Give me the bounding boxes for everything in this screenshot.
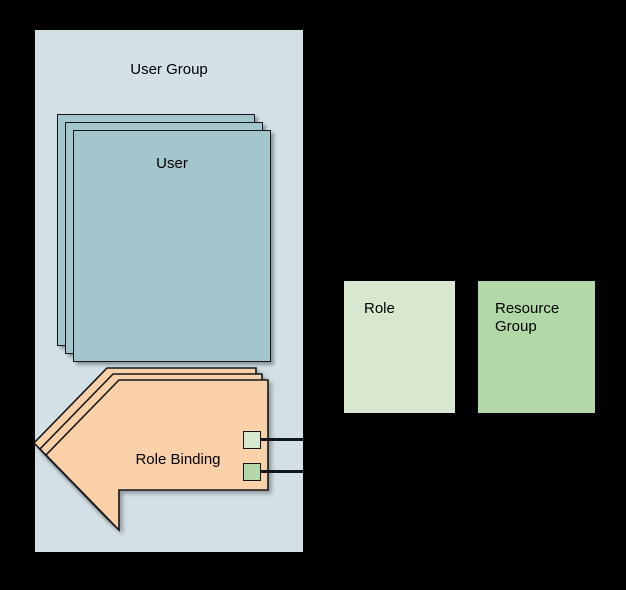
role-box[interactable]	[344, 281, 455, 413]
role-binding-arrow-front[interactable]	[44, 379, 269, 532]
user-card-front[interactable]	[73, 130, 271, 362]
resource-group-box[interactable]	[478, 281, 595, 413]
role-connector-line	[258, 438, 304, 441]
role-connector-square[interactable]	[243, 431, 261, 449]
resource-group-connector-line	[258, 470, 304, 473]
resource-group-connector-square[interactable]	[243, 463, 261, 481]
